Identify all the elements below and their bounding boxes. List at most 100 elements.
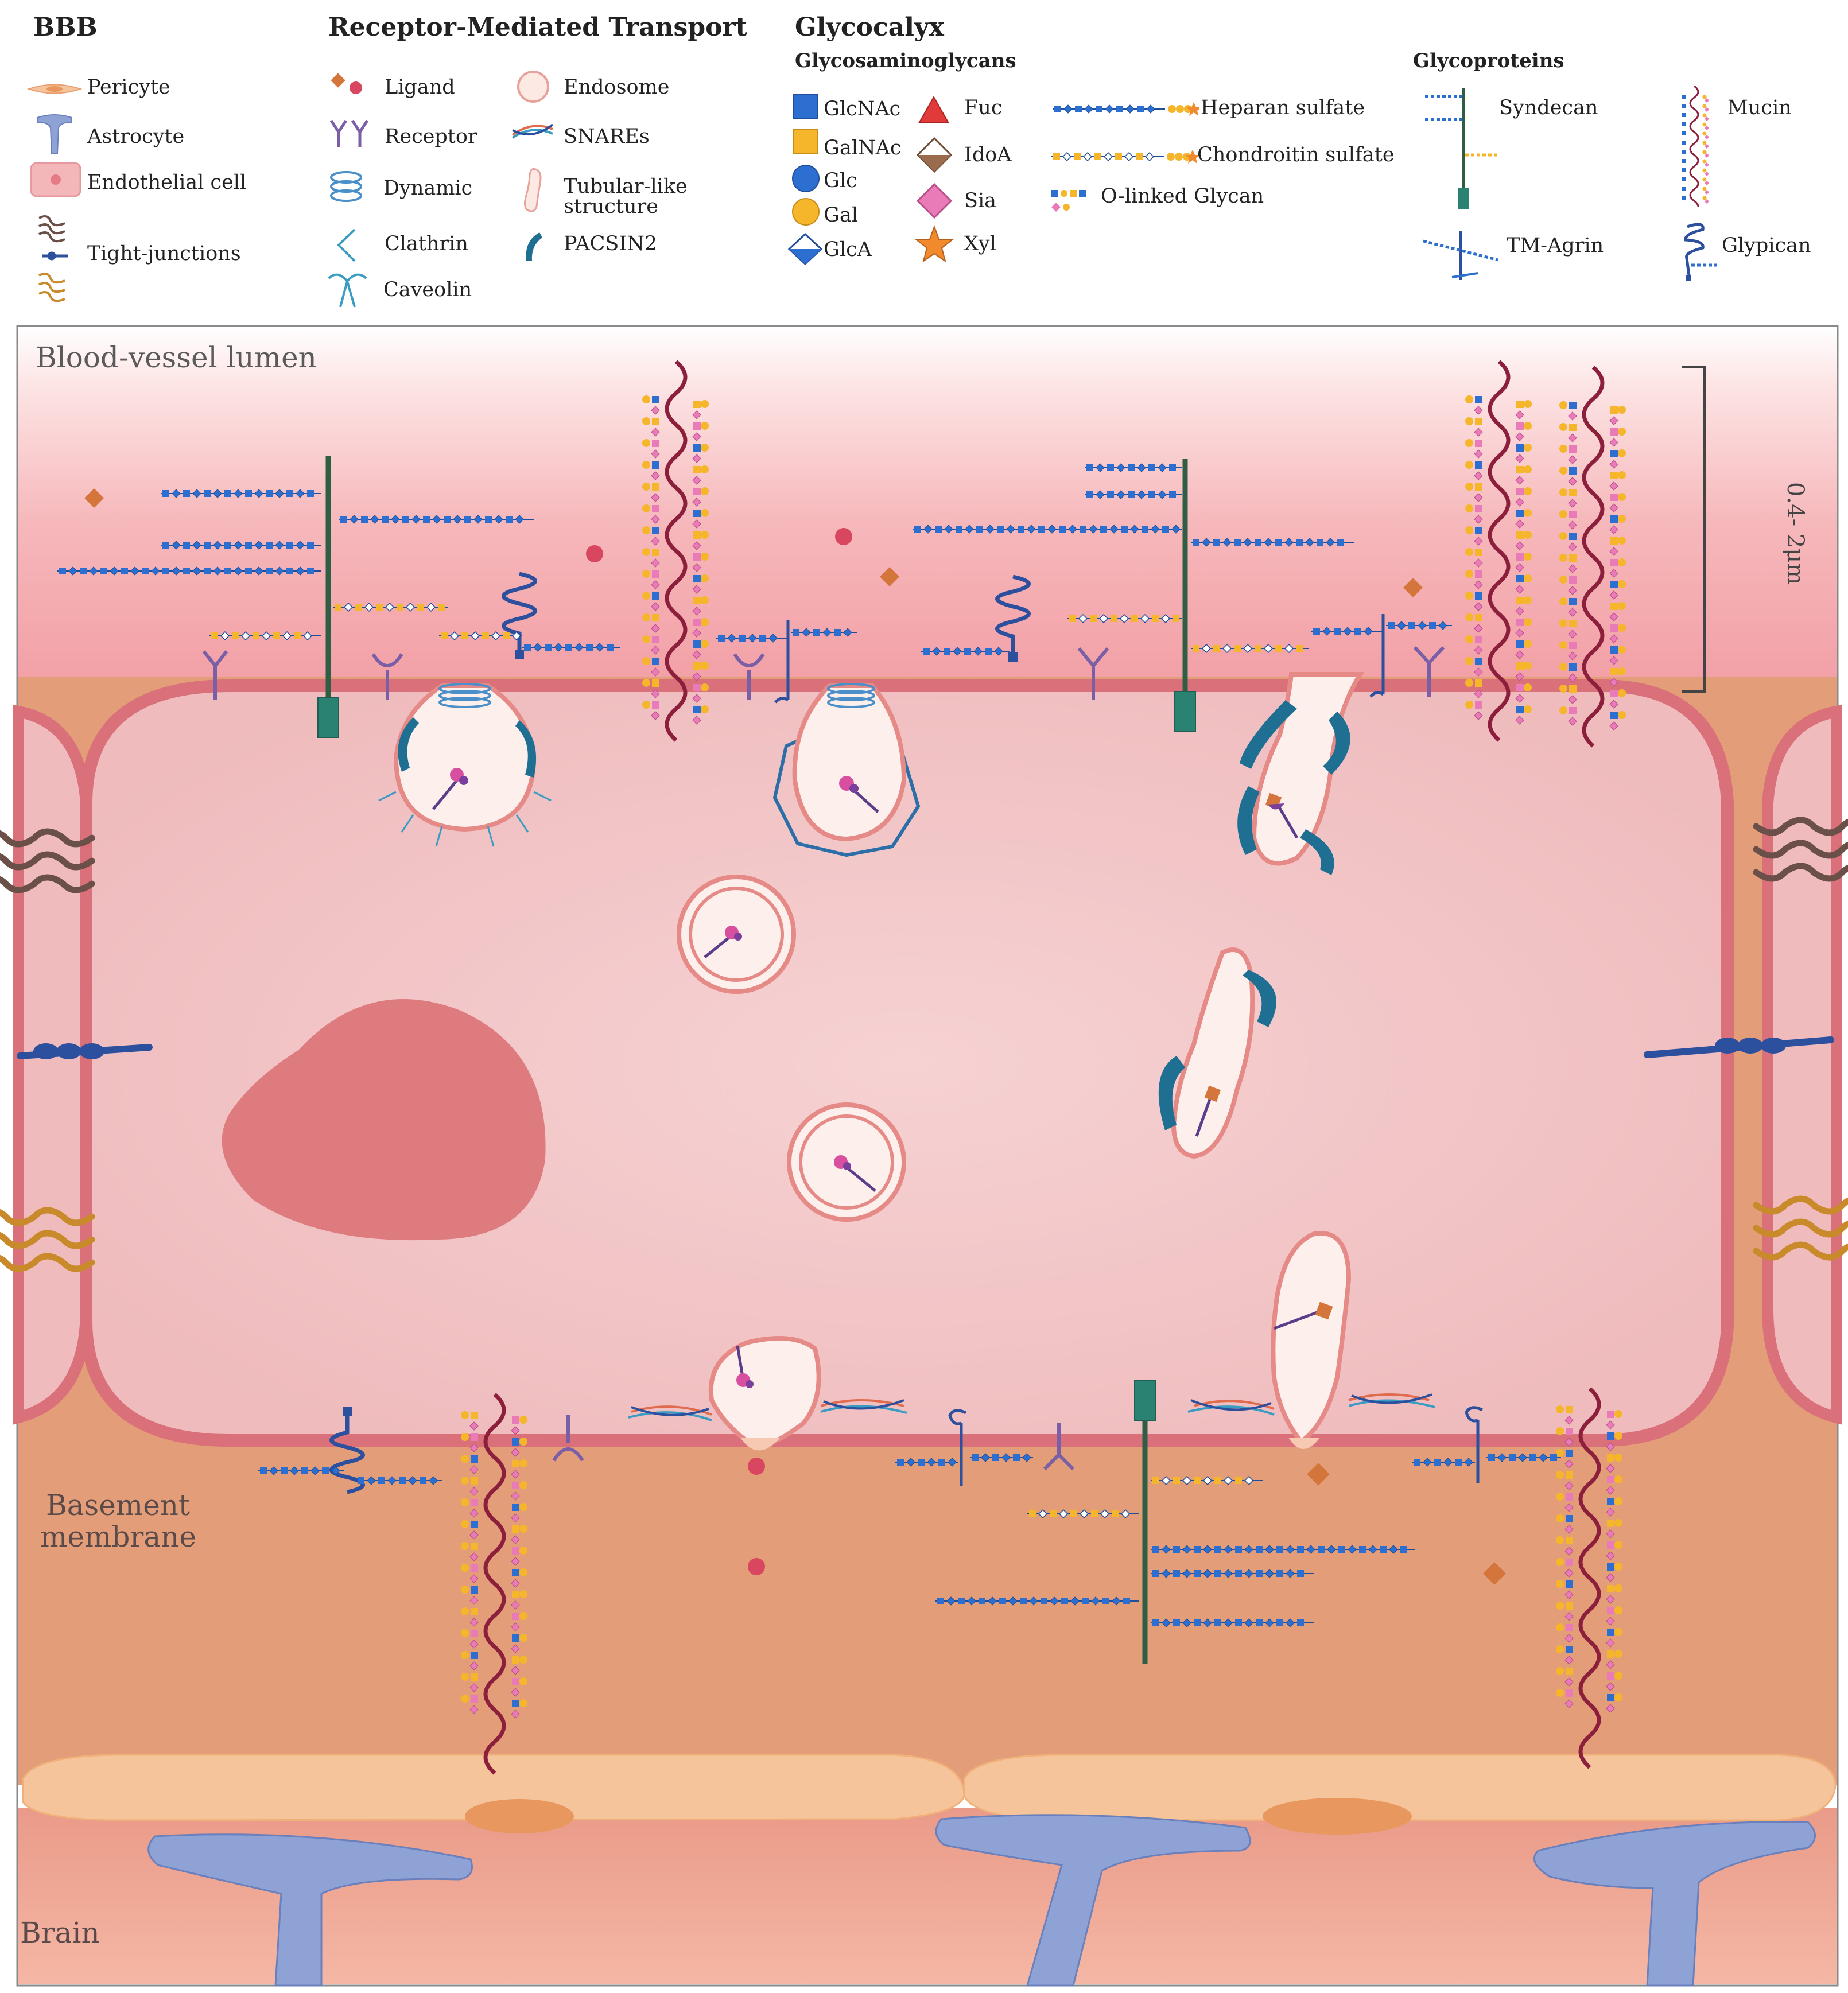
chondroitin-sulfate-chain-icon — [1051, 150, 1198, 164]
tight-junction-icon — [38, 215, 68, 302]
tubular-structure-basal — [1187, 1231, 1435, 1450]
tight-junctions-right — [1644, 817, 1848, 1261]
legend-glypican-label: Glypican — [1722, 234, 1811, 257]
legend-endothelial-label: Endothelial cell — [87, 171, 247, 194]
snare-cluster-right — [1187, 1393, 1435, 1416]
exocytic-vesicle — [628, 1336, 907, 1451]
dynamin-ring-right — [827, 683, 875, 708]
legend-chondroitin-label: Chondroitin sulfate — [1197, 143, 1395, 166]
mucin-icon — [1682, 86, 1709, 207]
snare-cluster-left — [628, 1399, 907, 1421]
legend-olinked-label: O-linked Glycan — [1101, 185, 1264, 208]
receptor-icon — [329, 119, 369, 147]
ligand-sphere — [835, 528, 852, 545]
legend-pacsin2-label: PACSIN2 — [564, 232, 658, 255]
ligand-icon — [331, 73, 362, 94]
legend-gal-label: Gal — [824, 204, 859, 227]
legend-syndecan-label: Syndecan — [1499, 96, 1598, 119]
clathrin-vesicle — [772, 683, 921, 857]
pacsin2-marker-4 — [1323, 712, 1350, 775]
legend-dynamin-label: Dynamic — [383, 177, 473, 200]
pericyte-left-nucleus — [465, 1799, 574, 1833]
snare-icon — [511, 123, 554, 139]
orange-star-icon — [915, 225, 954, 263]
ligand-diamond — [880, 567, 899, 586]
receptors — [202, 646, 1445, 1471]
legend-galnac-label: GalNAc — [824, 137, 902, 160]
split-diamond-icon — [787, 232, 823, 266]
ligands — [84, 488, 1506, 1585]
tubular-structure-icon — [523, 168, 542, 212]
legend-rmt-title: Receptor-Mediated Transport — [328, 13, 747, 42]
pacsin2-marker-2 — [515, 720, 537, 778]
ligand-sphere — [748, 1458, 765, 1475]
syndecan-icon — [1425, 88, 1500, 209]
legend-pericyte-label: Pericyte — [87, 76, 170, 99]
ligand-sphere — [586, 545, 603, 562]
neighbour-cell-left — [13, 704, 92, 1425]
legend-receptor-label: Receptor — [385, 125, 477, 148]
dynamin-ring-left — [438, 683, 491, 708]
legend-glc-label: Glc — [824, 169, 857, 192]
legend-tm-agrin-label: TM-Agrin — [1507, 234, 1604, 257]
astrocyte-center — [935, 1814, 1251, 1987]
ligand-diamond — [84, 488, 104, 508]
legend-caveolin-label: Caveolin — [383, 278, 472, 301]
caveolin-icon — [328, 273, 367, 308]
endosome-1 — [677, 875, 796, 994]
astrocyte-icon — [37, 114, 72, 154]
tubular-structure-apical — [1237, 672, 1365, 875]
blue-square-icon — [793, 94, 818, 119]
legend-tubular-label-1: Tubular-like — [564, 175, 688, 198]
dynamin-icon — [330, 171, 362, 202]
legend-sia-label: Sia — [964, 189, 997, 212]
pacsin2-marker-7 — [1243, 970, 1276, 1027]
astrocyte-left — [147, 1833, 473, 1987]
nucleus — [222, 999, 546, 1241]
blue-circle-icon — [792, 165, 820, 192]
legend-ligand-label: Ligand — [385, 76, 455, 99]
legend-glca-label: GlcA — [824, 238, 872, 261]
brain-label: Brain — [20, 1916, 100, 1949]
endothelial-cell-icon — [30, 162, 81, 197]
glycocalyx-layer — [57, 360, 1626, 1775]
heparan-sulfate-chain-icon — [1053, 102, 1199, 116]
yellow-circle-icon — [792, 198, 820, 226]
endosome-2 — [787, 1102, 906, 1222]
scale-bracket — [1682, 366, 1706, 693]
caveolae-vesicle — [378, 683, 552, 847]
legend-glcnac-label: GlcNAc — [824, 98, 901, 121]
legend-glycoproteins-title: Glycoproteins — [1413, 49, 1564, 72]
scale-label: 0.4- 2μm — [1782, 482, 1808, 585]
legend-idoa-label: IdoA — [964, 143, 1012, 166]
basement-label-1: Basement — [46, 1489, 190, 1522]
legend-tight-junction-label: Tight-junctions — [87, 242, 241, 265]
tight-junctions-left — [0, 828, 153, 1272]
brown-diamond-icon — [916, 137, 953, 173]
lumen-label: Blood-vessel lumen — [36, 341, 317, 374]
red-triangle-icon — [918, 95, 949, 123]
tm-agrin-icon — [1423, 231, 1498, 280]
legend-heparan-label: Heparan sulfate — [1201, 96, 1365, 119]
caveolin-coat — [378, 791, 552, 847]
clathrin-icon — [337, 228, 356, 262]
pacsin2-icon — [526, 232, 542, 261]
endosome-icon — [517, 71, 549, 103]
pink-diamond-icon — [916, 182, 953, 219]
ligand-sphere — [748, 1558, 765, 1575]
pacsin2-marker-8 — [1158, 1056, 1185, 1130]
legend-gag-title: Glycosaminoglycans — [795, 49, 1016, 72]
legend-xyl-label: Xyl — [964, 232, 996, 255]
legend-astrocyte-label: Astrocyte — [87, 125, 185, 148]
astrocytes — [147, 1814, 1816, 1987]
pacsin2-marker-6 — [1300, 829, 1334, 875]
neighbour-cell-right — [1762, 705, 1842, 1425]
legend-snare-label: SNAREs — [564, 125, 650, 148]
pericyte-icon — [26, 84, 83, 94]
legend-clathrin-label: Clathrin — [385, 232, 468, 255]
legend-fuc-label: Fuc — [964, 96, 1003, 119]
pacsin2-marker-5 — [1237, 786, 1260, 855]
legend-tubular-label-2: structure — [564, 195, 658, 218]
astrocyte-right — [1533, 1821, 1816, 1987]
